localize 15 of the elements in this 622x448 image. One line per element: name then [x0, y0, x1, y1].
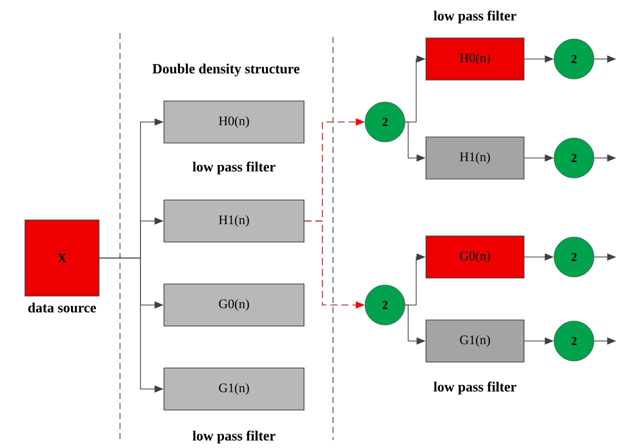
caption: low pass filter — [434, 10, 516, 24]
caption: Double density structure — [152, 64, 300, 76]
caption: low pass filter — [192, 162, 276, 174]
filter-box: H0(n) — [426, 38, 524, 80]
filter-box: G0(n) — [164, 284, 304, 326]
node-label: data source — [28, 302, 96, 312]
filter-box: G1(n) — [164, 368, 304, 410]
filter-box: G1(n) — [426, 320, 524, 362]
filter-box: H1(n) — [426, 136, 524, 180]
filter-box: G0(n) — [426, 236, 524, 278]
filter-box: H0(n) — [164, 100, 304, 144]
caption: low pass filter — [192, 430, 276, 444]
filter-box: H1(n) — [164, 200, 304, 242]
filter-box: X — [24, 220, 100, 296]
caption: low pass filter — [434, 382, 516, 394]
